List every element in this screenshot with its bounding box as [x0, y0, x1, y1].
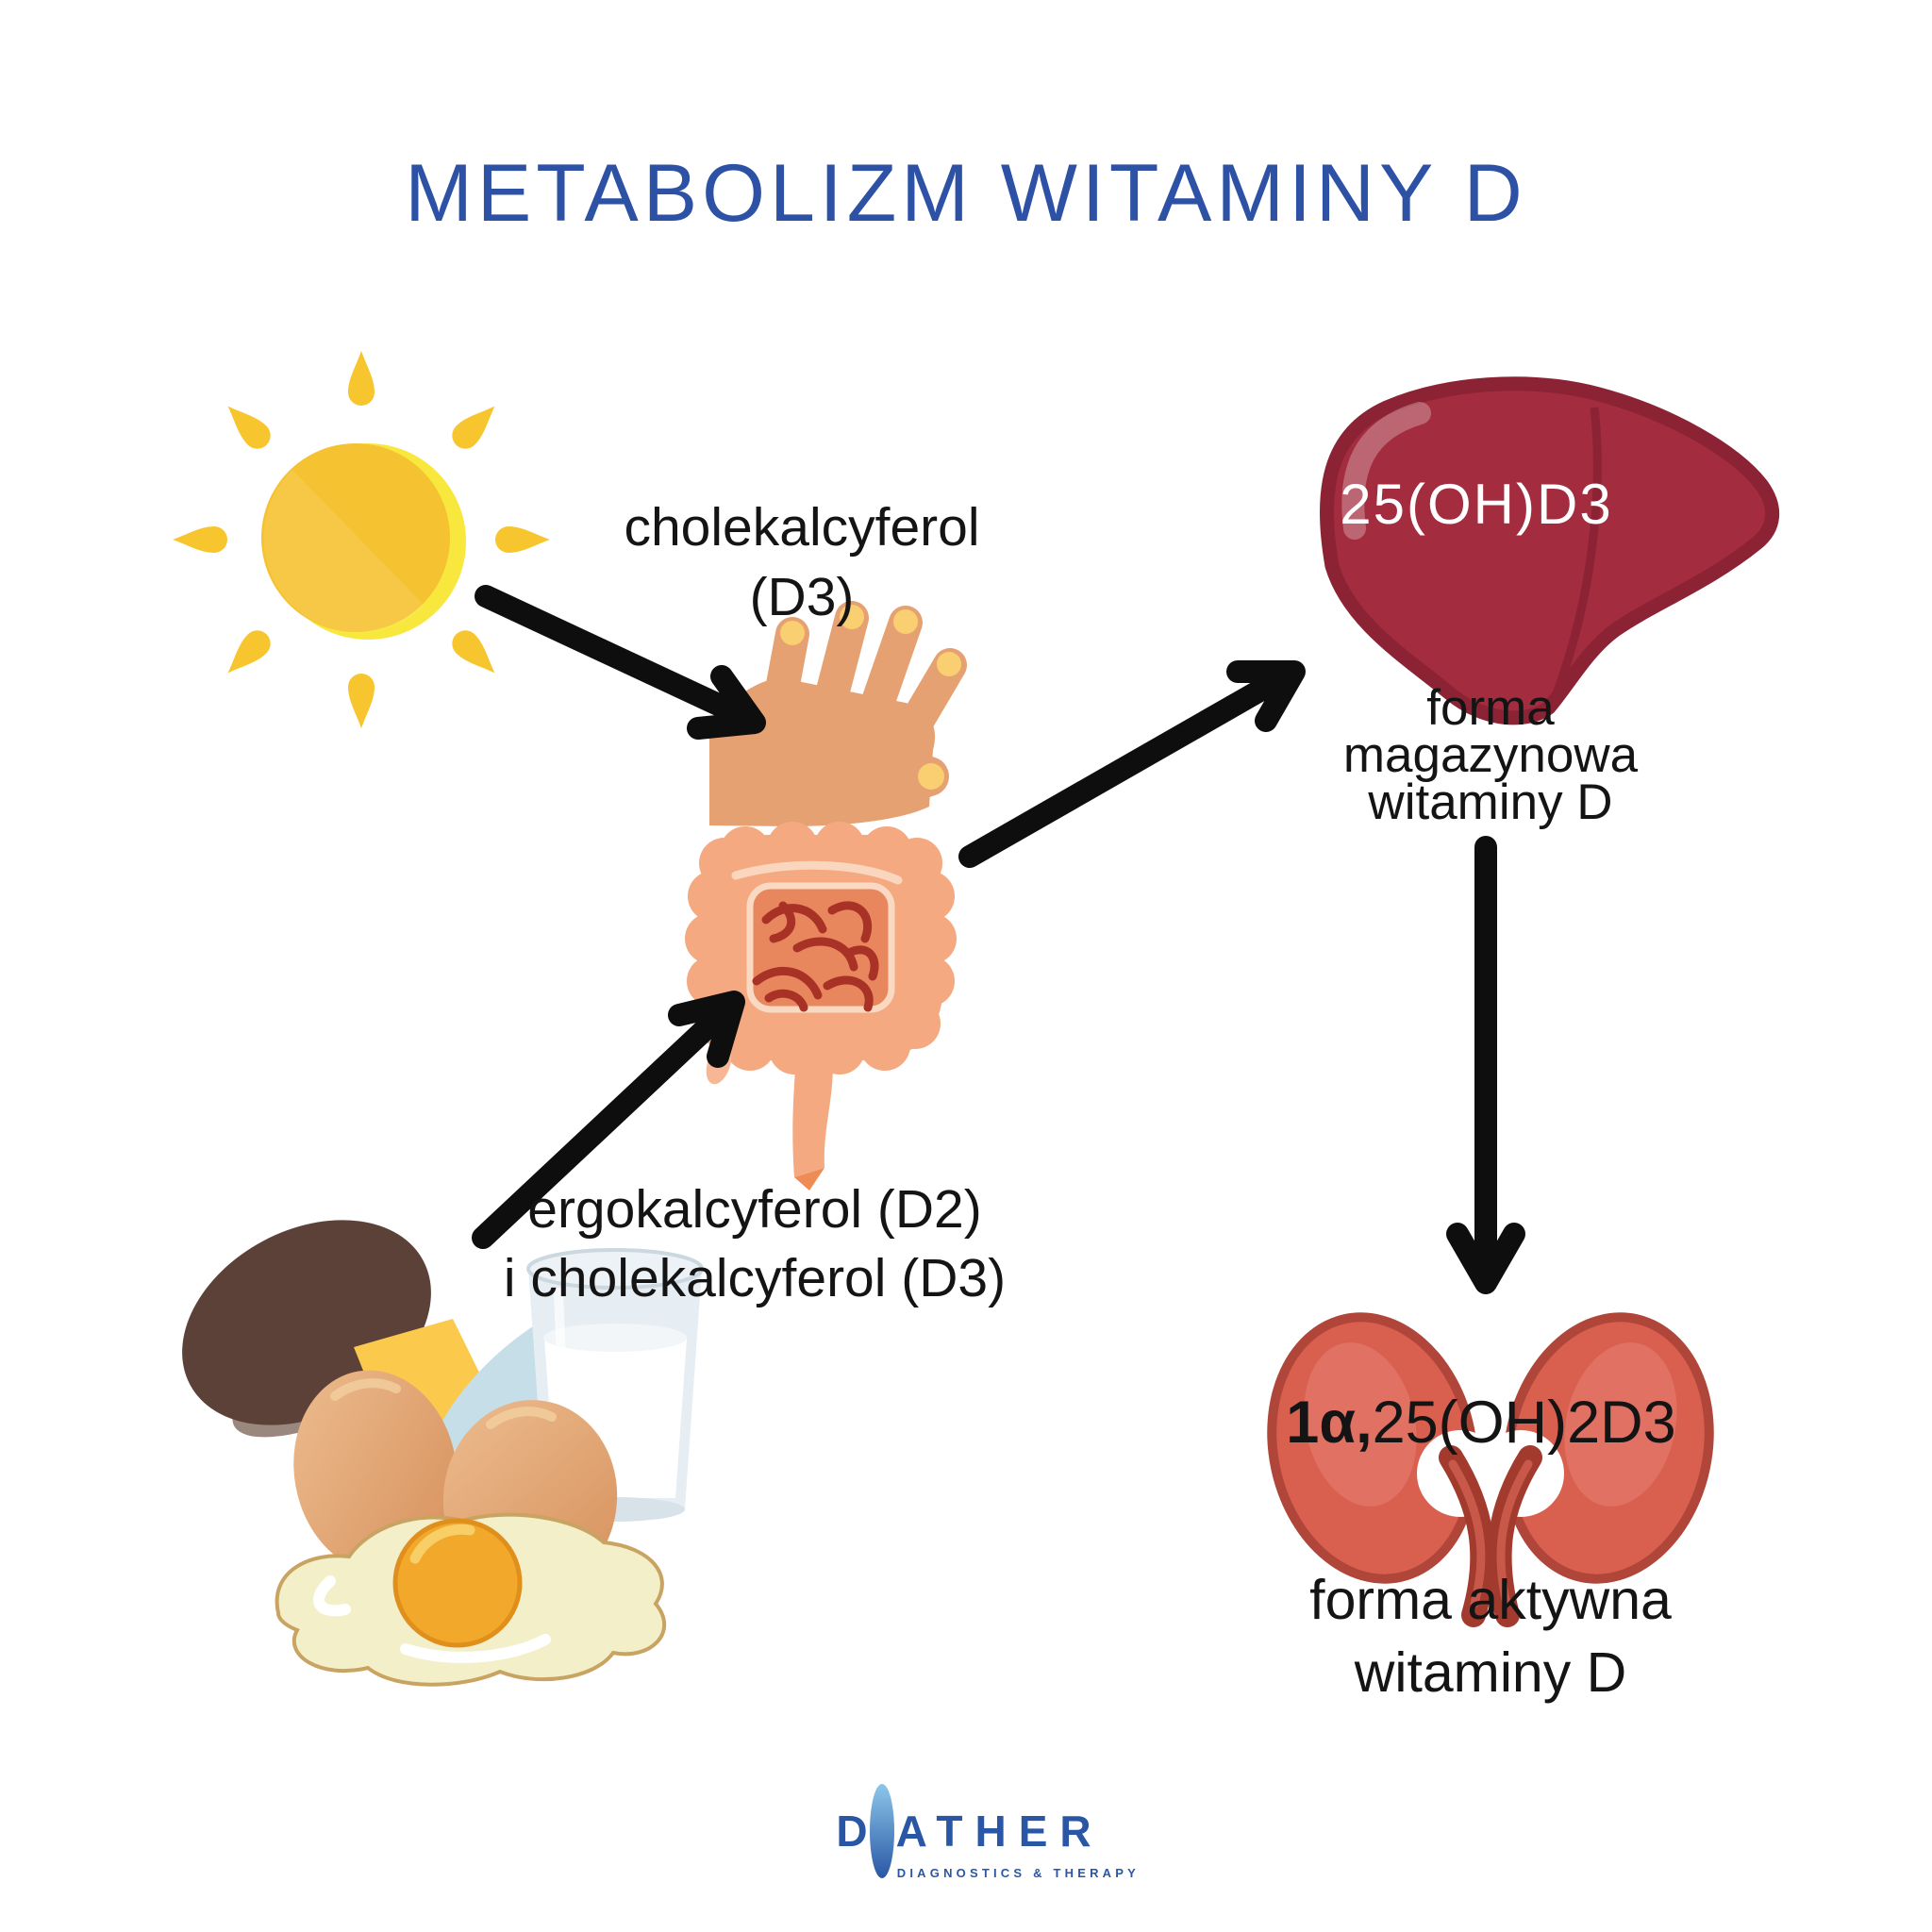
diet-pathway-line1: ergokalcyferol (D2): [527, 1179, 982, 1240]
food-group: [182, 1220, 704, 1687]
sun-to-skin-arrow-icon: [475, 585, 766, 740]
milk-glass-icon: [526, 1248, 704, 1522]
kidneys-icon: [1267, 1312, 1714, 1627]
hand-icon: [709, 601, 967, 826]
liver-caption-line2: magazynowa: [1342, 726, 1639, 783]
skin-pathway-line1: cholekalcyferol: [624, 497, 980, 558]
kidney-molecule-bold: 1α,: [1286, 1390, 1373, 1456]
logo-name: D ATHER: [796, 1783, 1143, 1879]
kidney-molecule-rest: 25(OH)2D3: [1372, 1390, 1676, 1456]
logo-prefix: D: [836, 1807, 868, 1856]
liver-molecule-label: 25(OH)D3: [1340, 473, 1613, 536]
food-to-gut-arrow-icon: [472, 991, 745, 1249]
sun-icon: [173, 351, 550, 728]
diagram-title: METABOLIZM WITAMINY D: [405, 148, 1527, 239]
liver-caption-line3: witaminy D: [1368, 774, 1613, 830]
gut-to-liver-arrow-icon: [958, 660, 1306, 868]
kidney-molecule-label: 1α,25(OH)2D3: [1245, 1389, 1717, 1457]
liver-caption: forma magazynowa witaminy D: [1283, 680, 1698, 830]
skin-pathway-label: cholekalcyferol (D3): [528, 492, 1075, 632]
fried-egg-icon: [275, 1512, 667, 1687]
kidney-caption-line2: witaminy D: [1354, 1641, 1627, 1704]
liver-icon: [1319, 376, 1780, 725]
logo-suffix: ATHER: [895, 1807, 1104, 1856]
logo-tagline: DIAGNOSTICS & THERAPY: [896, 1866, 1140, 1880]
diet-pathway-line2: i cholekalcyferol (D3): [503, 1247, 1007, 1308]
liver-to-kidneys-arrow-icon: [1446, 836, 1525, 1294]
kidney-caption-line1: forma aktywna: [1309, 1569, 1672, 1631]
skin-pathway-line2: (D3): [749, 567, 855, 628]
logo-lens-icon: [869, 1784, 894, 1878]
diet-pathway-label: ergokalcyferol (D2) i cholekalcyferol (D…: [453, 1175, 1057, 1313]
diather-logo: D ATHER DIAGNOSTICS & THERAPY: [796, 1783, 1143, 1880]
kidney-caption: forma aktywna witaminy D: [1264, 1564, 1717, 1708]
liver-caption-line1: forma: [1426, 680, 1555, 736]
